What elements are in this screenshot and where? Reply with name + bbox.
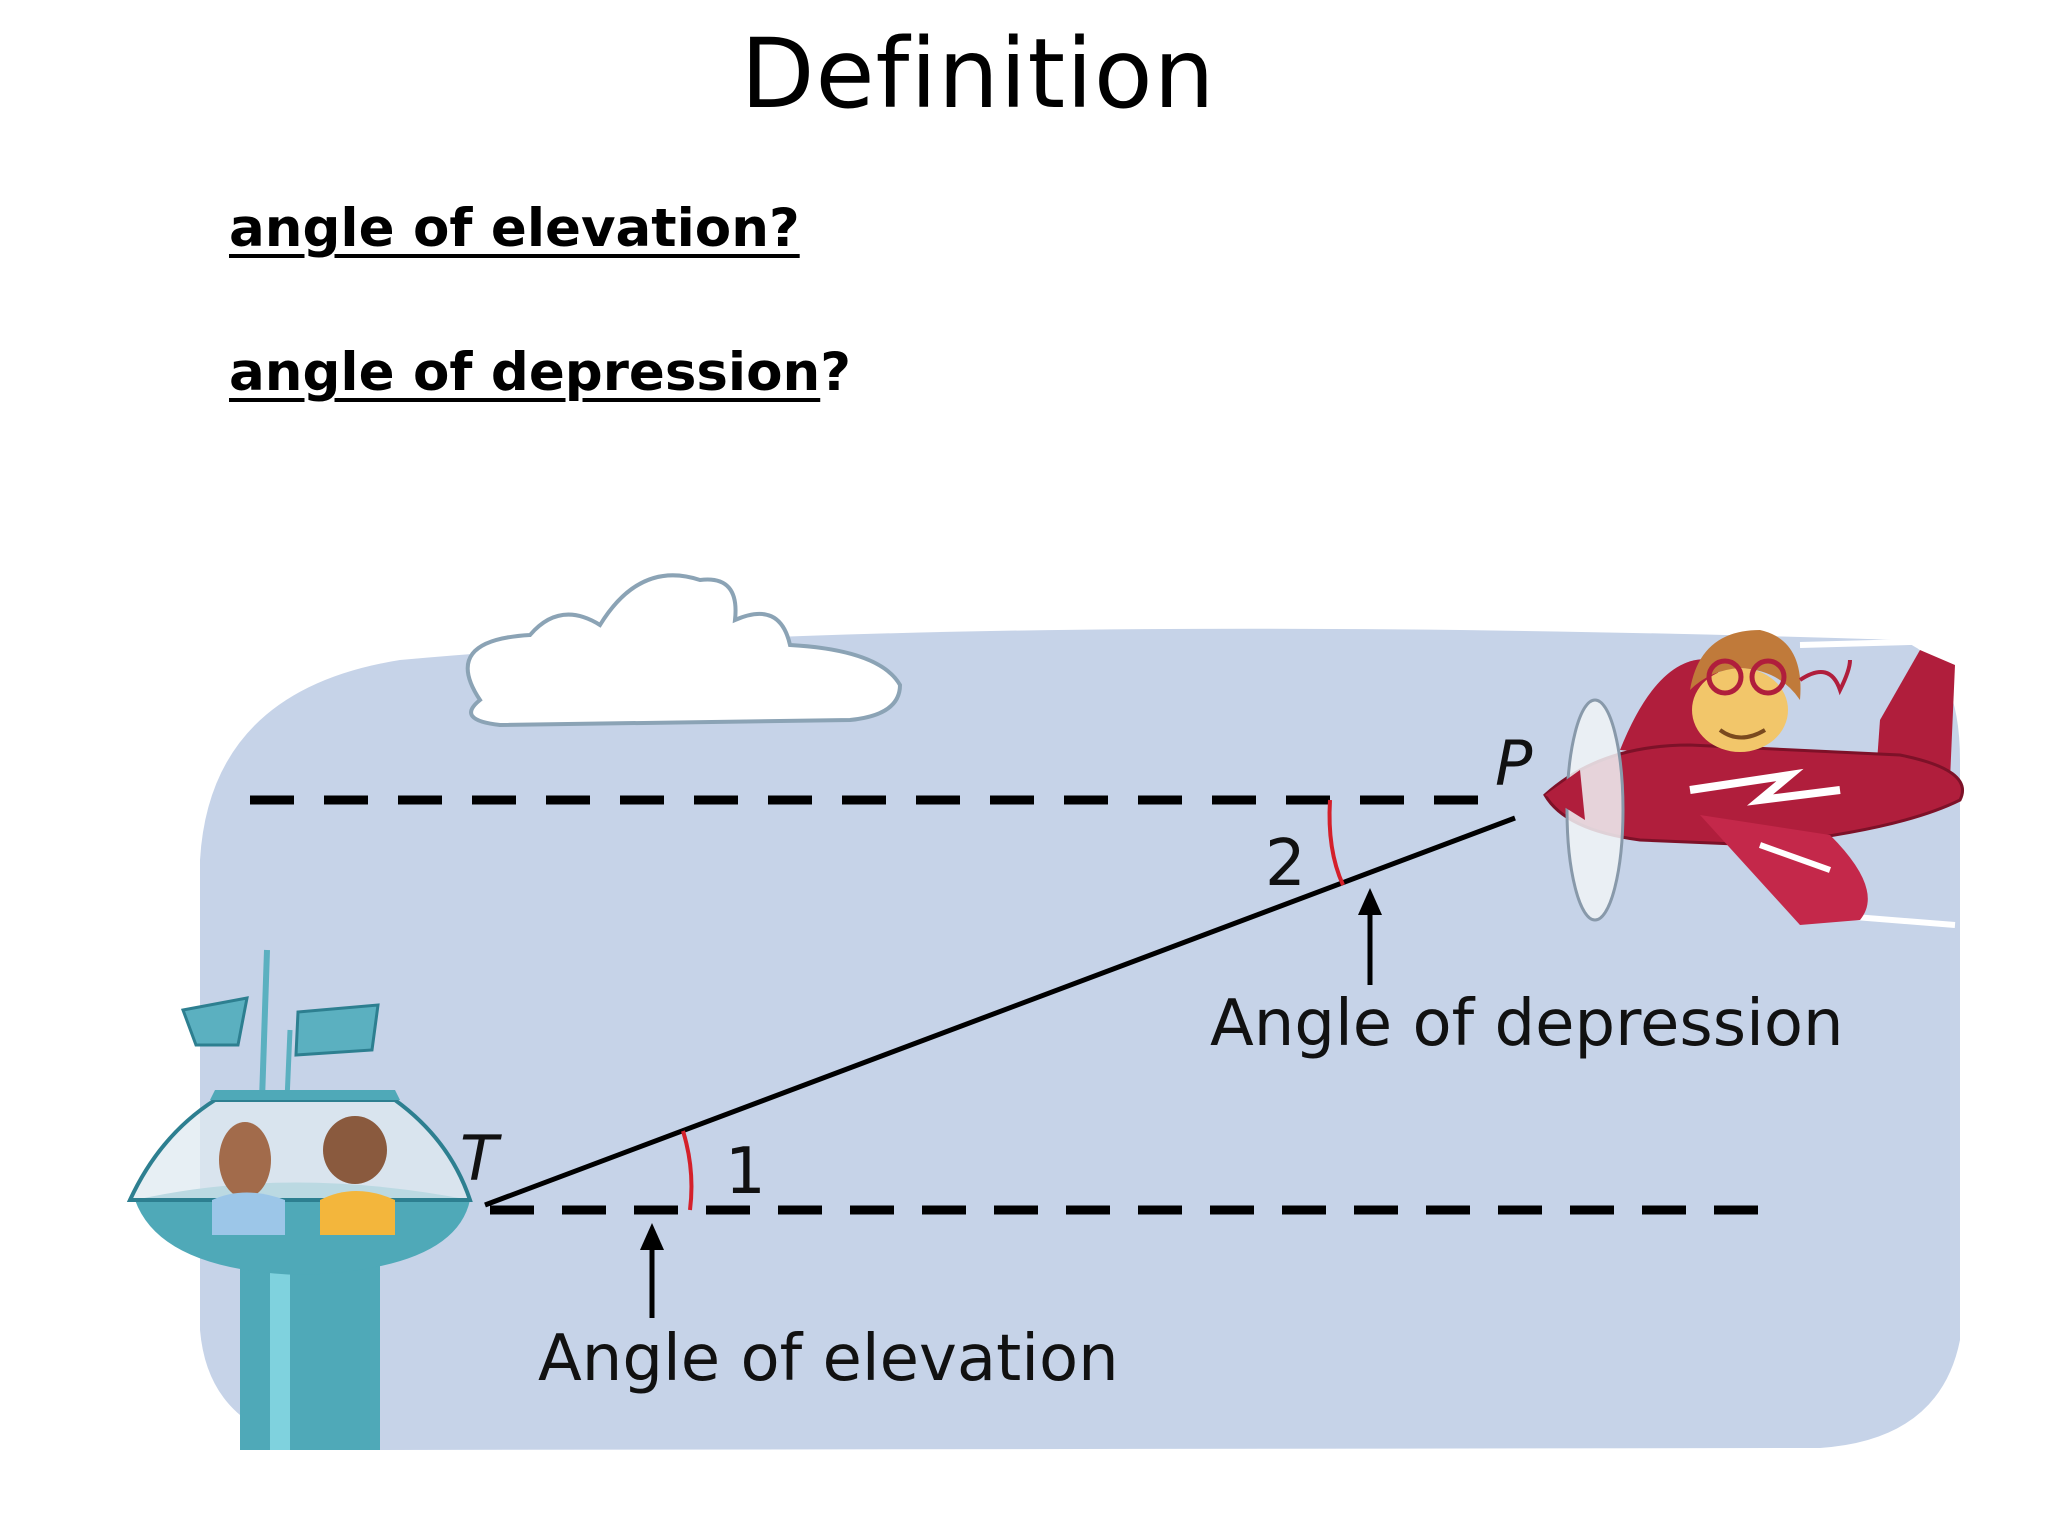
question-mark: ?	[820, 342, 851, 403]
question-angle-of-depression: angle of depression?	[229, 342, 851, 403]
angle-2-label: 2	[1265, 827, 1306, 901]
caption-angle-of-depression: Angle of depression	[1210, 987, 1844, 1061]
term-angle-of-elevation: angle of elevation?	[229, 198, 800, 259]
sky-background	[200, 628, 1960, 1450]
point-label-p: P	[1495, 727, 1533, 800]
angle-1-arc	[681, 1130, 694, 1211]
angle-2-arc	[1327, 799, 1345, 886]
arrow-up-icon	[1358, 888, 1382, 985]
airplane-icon	[1543, 630, 1986, 928]
point-label-t: T	[460, 1122, 502, 1195]
slide-title: Definition	[740, 18, 1216, 130]
control-tower-icon	[126, 949, 473, 1450]
caption-angle-of-elevation: Angle of elevation	[538, 1322, 1119, 1396]
elevation-depression-diagram: P T 1 2 Angle of depression Angle of ele…	[126, 573, 1986, 1450]
term-angle-of-depression: angle of depression	[229, 342, 821, 403]
arrow-up-icon	[640, 1223, 664, 1318]
angle-1-label: 1	[725, 1135, 766, 1209]
cloud-icon	[465, 573, 903, 728]
question-angle-of-elevation: angle of elevation?	[229, 198, 800, 259]
